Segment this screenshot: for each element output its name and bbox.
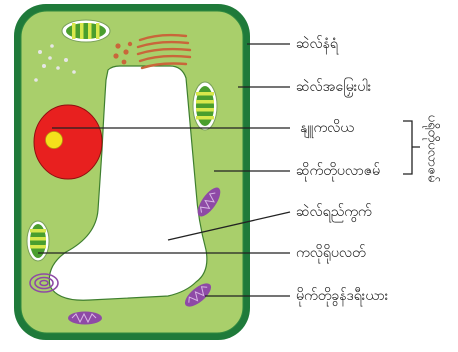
label-cytoplasm: ဆိုက်တိုပလာဇမ် (296, 163, 380, 179)
label-vacuole: ဆဲလ်ရည်ကွက် (296, 204, 372, 220)
label-cell-wall: ဆဲလ်နံရံ (296, 36, 338, 52)
chloroplast-right (193, 82, 217, 130)
chloroplast-left (27, 221, 49, 261)
label-cell-membrane: ဆဲလ်အမြှေးပါး (296, 79, 371, 95)
label-mitochondria: မိုက်တိုခွန်ဒရီးယား (296, 288, 388, 304)
nucleus (34, 105, 102, 179)
chloroplast-top (62, 20, 110, 42)
label-protoplasm: ပရိုတိုပလာဇမ် (422, 94, 441, 204)
label-chloroplast: ကလိုရိုပလတ် (296, 245, 366, 261)
nucleolus (46, 132, 63, 149)
protoplasm-bracket (403, 121, 420, 174)
mitochondrion-bottom (68, 312, 102, 325)
label-nucleus: နျူကလိယ (300, 120, 354, 136)
